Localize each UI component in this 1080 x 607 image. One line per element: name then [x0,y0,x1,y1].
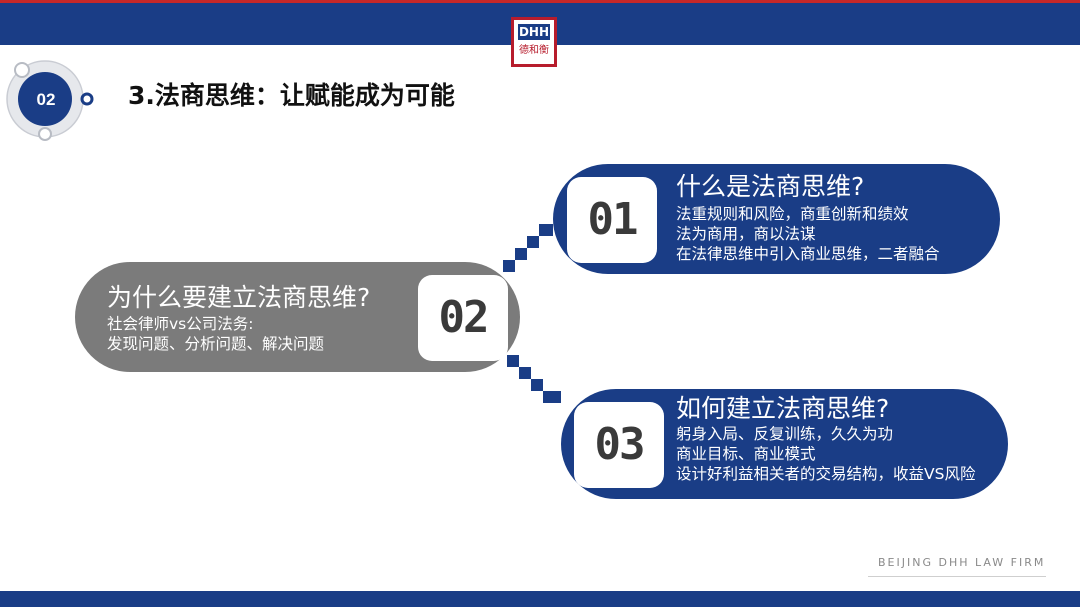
item-03-number: 03 [574,402,664,488]
logo-top-text: DHH [518,24,550,40]
bottom-banner [0,591,1080,607]
section-badge-icon [6,60,94,141]
item-02-number: 02 [418,275,508,361]
item-03-heading: 如何建立法商思维? [676,394,890,423]
item-01-number: 01 [567,177,657,263]
item-02-heading: 为什么要建立法商思维? [107,283,371,312]
logo-bottom-text: 德和衡 [519,45,549,56]
item-03-line: 设计好利益相关者的交易结构，收益VS风险 [676,465,976,483]
item-01-line: 法重规则和风险，商重创新和绩效 [676,205,909,223]
item-01-heading: 什么是法商思维? [676,172,865,201]
firm-logo: DHH 德和衡 [511,17,557,67]
footer-firm-name: BEIJING DHH LAW FIRM [878,556,1046,569]
item-01-line: 在法律思维中引入商业思维，二者融合 [676,245,940,263]
page-title: 3.法商思维：让赋能成为可能 [128,81,455,110]
section-number: 02 [36,90,56,109]
footer-divider [868,576,1046,577]
item-02-line: 社会律师vs公司法务: [107,315,254,333]
item-01-line: 法为商用，商以法谋 [676,225,816,243]
item-03-line: 商业目标、商业模式 [676,445,816,463]
item-02-line: 发现问题、分析问题、解决问题 [107,335,325,353]
item-03-line: 躬身入局、反复训练，久久为功 [676,425,894,443]
